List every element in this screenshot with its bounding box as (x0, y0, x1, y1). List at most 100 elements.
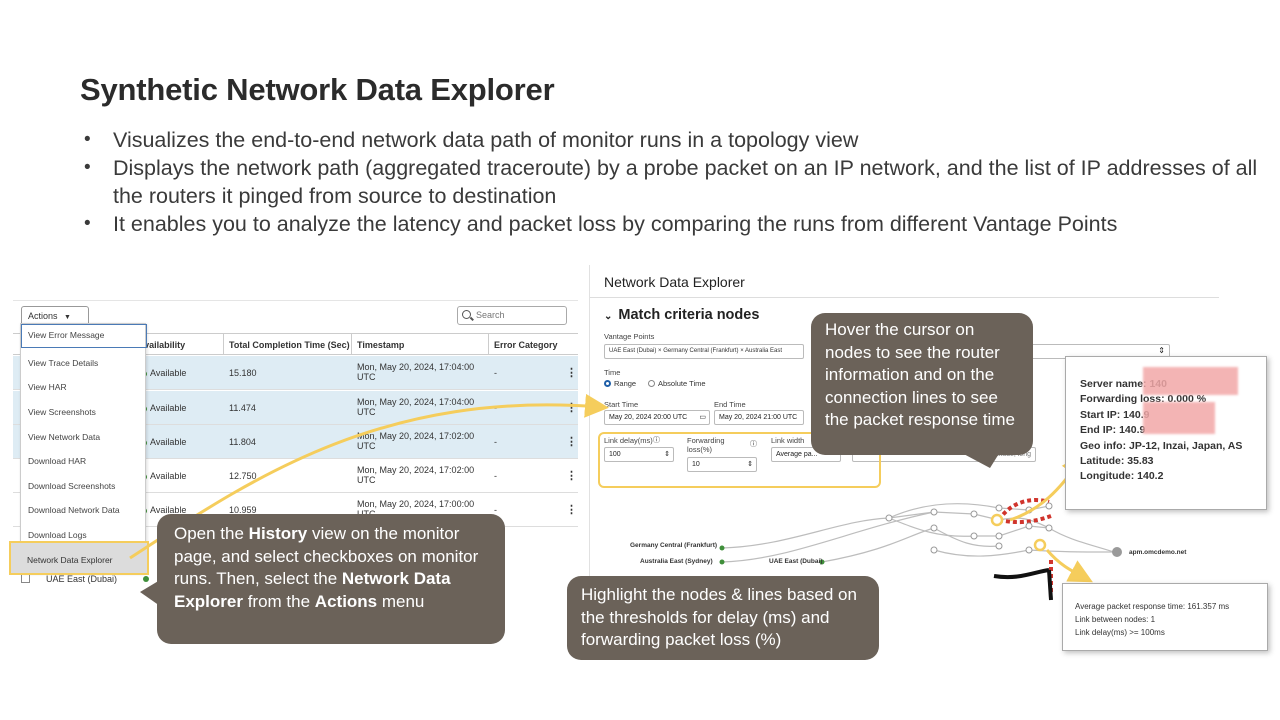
chevron-down-icon: ⌄ (604, 311, 613, 322)
hovered-link-point[interactable] (1033, 538, 1047, 552)
availability-cell: Available (141, 403, 186, 413)
vantage-points-label: Vantage Points (604, 332, 655, 341)
kebab-menu-icon[interactable]: ⋮ (566, 436, 577, 448)
callout-highlight: Highlight the nodes & lines based on the… (567, 576, 879, 660)
link-delay-label: Link delay(ms) (604, 436, 653, 445)
bullet-item: Displays the network path (aggregated tr… (84, 154, 1264, 210)
source-label-dubai: UAE East (Dubai) (769, 558, 823, 565)
menu-item-view-har[interactable]: View HAR (28, 382, 67, 392)
source-node-sydney[interactable] (719, 559, 725, 565)
divider (590, 297, 1219, 298)
search-placeholder: Search (476, 310, 505, 320)
menu-item-network-data-explorer[interactable]: Network Data Explorer (9, 541, 149, 575)
panel-title: Network Data Explorer (604, 274, 745, 290)
latitude: Latitude: 35.83 (1080, 455, 1154, 468)
geo-info: Geo info: JP-12, Inzai, Japan, AS (1080, 439, 1243, 452)
table-header: Availability Total Completion Time (Sec)… (13, 333, 578, 355)
error-cell: - (494, 437, 497, 447)
longitude: Longitude: 140.2 (1080, 470, 1164, 483)
start-ip: Start IP: 140.9 (1080, 408, 1150, 421)
section-header[interactable]: ⌄Match criteria nodes (604, 307, 760, 323)
destination-node[interactable] (1112, 547, 1122, 557)
menu-item-download-network-data[interactable]: Download Network Data (28, 505, 120, 515)
source-node-frankfurt[interactable] (719, 545, 725, 551)
column-header-timestamp[interactable]: Timestamp (357, 340, 405, 350)
source-label-frankfurt: Germany Central (Frankfurt) (630, 542, 718, 549)
menu-item-label: Network Data Explorer (27, 555, 113, 565)
completion-time-cell: 11.474 (229, 403, 256, 413)
error-cell: - (494, 471, 497, 481)
bullet-item: Visualizes the end-to-end network data p… (84, 126, 1264, 154)
availability-cell: Available (141, 368, 186, 378)
calendar-icon: ▭ (699, 414, 706, 421)
callout-history: Open the History view on the monitor pag… (157, 514, 505, 644)
forwarding-loss-label: Forwarding loss(%) (687, 436, 725, 454)
column-header-availability[interactable]: Availability (138, 340, 186, 350)
info-icon: ⓘ (750, 441, 757, 448)
actions-label: Actions (28, 311, 58, 321)
callout-hover: Hover the cursor on nodes to see the rou… (811, 313, 1033, 455)
link-delay-threshold: Link delay(ms) >= 100ms (1075, 628, 1165, 637)
timestamp-cell: Mon, May 20, 2024, 17:04:00 UTC (357, 362, 475, 382)
source-node-dubai[interactable] (819, 559, 825, 565)
chevron-updown-icon: ⇕ (1158, 346, 1165, 355)
redaction-blur (1143, 367, 1238, 395)
available-status-icon (143, 576, 149, 582)
redaction-blur (1143, 402, 1215, 434)
destination-label: apm.omcdemo.net (1129, 549, 1187, 556)
packet-response-tooltip: Average packet response time: 161.357 ms… (1062, 583, 1268, 651)
end-time-label: End Time (714, 400, 746, 409)
column-divider (488, 333, 489, 355)
start-time-input[interactable]: May 20, 2024 20:00 UTC▭ (604, 410, 710, 425)
error-cell: - (494, 403, 497, 413)
vantage-points-select[interactable]: UAE East (Dubai) × Germany Central (Fran… (604, 344, 804, 359)
kebab-menu-icon[interactable]: ⋮ (566, 402, 577, 414)
menu-item-download-har[interactable]: Download HAR (28, 456, 87, 466)
stepper-icon[interactable]: ⇕ (664, 451, 670, 458)
menu-item-download-logs[interactable]: Download Logs (28, 530, 87, 540)
availability-cell: Available (141, 437, 186, 447)
menu-item-download-screenshots[interactable]: Download Screenshots (28, 481, 116, 491)
end-ip: End IP: 140.9 (1080, 424, 1146, 437)
bullet-item: It enables you to analyze the latency an… (84, 210, 1264, 238)
completion-time-cell: 11.804 (229, 437, 256, 447)
kebab-menu-icon[interactable]: ⋮ (566, 367, 577, 379)
time-label: Time (604, 368, 621, 377)
kebab-menu-icon[interactable]: ⋮ (566, 470, 577, 482)
search-icon (462, 310, 471, 319)
link-delay-input[interactable]: 100⇕ (604, 447, 674, 462)
menu-item-view-error-message[interactable]: View Error Message (21, 324, 147, 348)
stepper-icon[interactable]: ⇕ (747, 461, 753, 468)
menu-item-view-network-data[interactable]: View Network Data (28, 432, 101, 442)
caret-down-icon: ▼ (64, 314, 71, 321)
info-icon: ⓘ (653, 437, 660, 444)
slide-title: Synthetic Network Data Explorer (80, 72, 555, 107)
actions-menu: View Error Message View Trace Details Vi… (20, 323, 147, 573)
timestamp-cell: Mon, May 20, 2024, 17:04:00 UTC (357, 397, 475, 417)
timestamp-cell: Mon, May 20, 2024, 17:02:00 UTC (357, 465, 475, 485)
row-checkbox[interactable] (21, 574, 30, 583)
completion-time-cell: 12.750 (229, 471, 257, 481)
forwarding-loss-input[interactable]: 10⇕ (687, 457, 757, 472)
link-width-label: Link width (771, 436, 805, 445)
absolute-time-radio[interactable]: Absolute Time (648, 379, 706, 388)
end-time-input[interactable]: May 20, 2024 21:00 UTC (714, 410, 804, 425)
source-label-sydney: Australia East (Sydney) (640, 558, 713, 565)
menu-item-view-screenshots[interactable]: View Screenshots (28, 407, 96, 417)
column-header-error-category[interactable]: Error Category (494, 340, 558, 350)
column-header-completion-time[interactable]: Total Completion Time (Sec) (229, 340, 350, 350)
bullet-list: Visualizes the end-to-end network data p… (84, 126, 1264, 238)
search-input[interactable]: Search (457, 306, 567, 325)
vantage-cell: UAE East (Dubai) (46, 574, 118, 584)
menu-item-view-trace-details[interactable]: View Trace Details (28, 358, 99, 368)
link-between-nodes: Link between nodes: 1 (1075, 615, 1156, 624)
error-cell: - (494, 368, 497, 378)
hovered-node[interactable] (990, 513, 1004, 527)
column-divider (351, 333, 352, 355)
range-radio[interactable]: Range (604, 379, 636, 388)
avg-response-time: Average packet response time: 161.357 ms (1075, 602, 1230, 611)
start-time-label: Start Time (604, 400, 639, 409)
kebab-menu-icon[interactable]: ⋮ (566, 504, 577, 516)
completion-time-cell: 15.180 (229, 368, 257, 378)
